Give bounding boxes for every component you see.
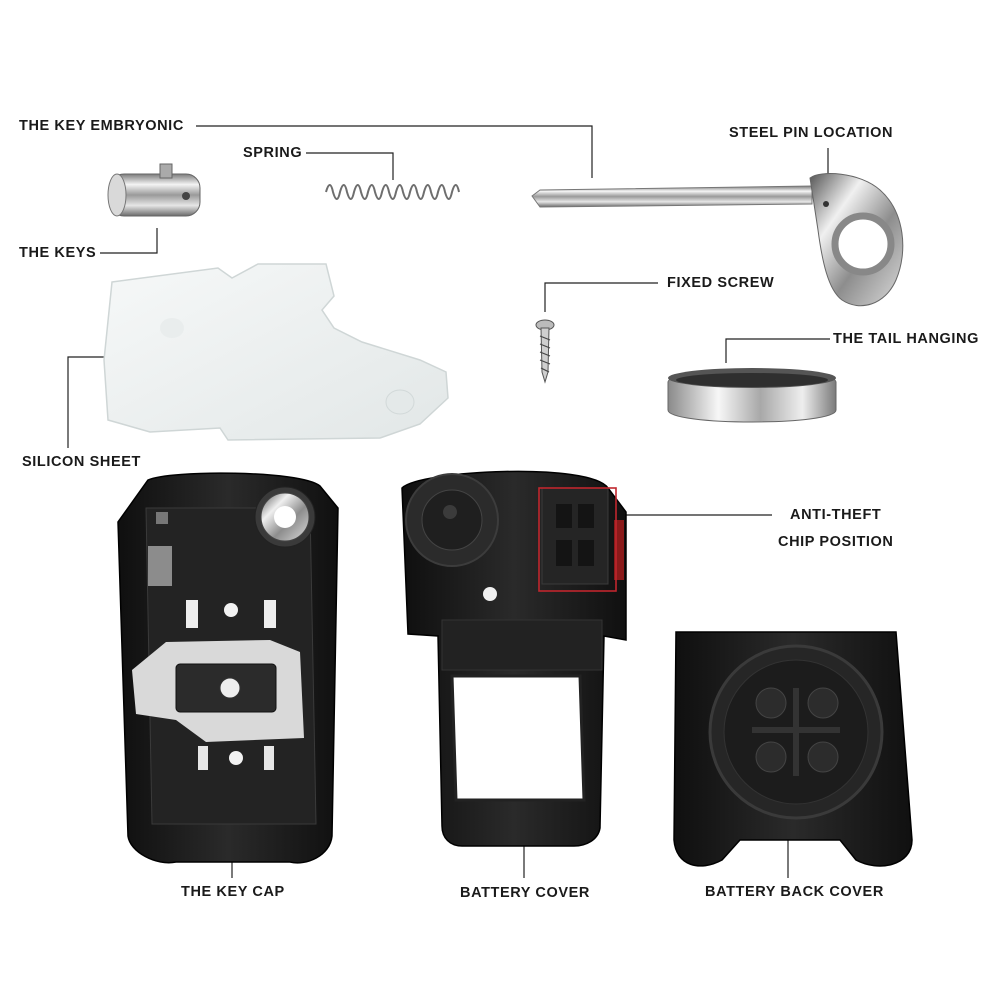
callout-spring (306, 152, 394, 180)
label-steel-pin-location: STEEL PIN LOCATION (729, 125, 894, 141)
battery-back-cover-part (673, 631, 913, 867)
anti-theft-highlight-box (538, 487, 617, 592)
label-silicon-sheet: SILICON SHEET (22, 454, 141, 470)
label-tail-hanging: THE TAIL HANGING (833, 331, 980, 347)
label-anti-theft-line2: CHIP POSITION (778, 534, 894, 550)
label-anti-theft-line1: ANTI-THEFT (790, 507, 882, 523)
tail-hanging-part (667, 368, 837, 423)
callout-the-keys (100, 228, 158, 254)
label-key-cap: THE KEY CAP (181, 884, 285, 900)
battery-cover-part (401, 470, 627, 847)
key-cap-part (117, 472, 339, 864)
callout-lines (67, 125, 830, 878)
the-keys-part (107, 163, 201, 217)
callout-silicon-sheet (67, 356, 104, 448)
callout-fixed-screw (544, 282, 658, 312)
fixed-screw-part (535, 319, 555, 384)
key-blade-part (531, 173, 904, 307)
label-battery-cover: BATTERY COVER (460, 885, 590, 901)
label-battery-back-cover: BATTERY BACK COVER (705, 884, 884, 900)
callout-tail-hanging (725, 338, 830, 363)
label-fixed-screw: FIXED SCREW (667, 275, 775, 291)
spring-part (325, 184, 460, 200)
label-key-embryonic: THE KEY EMBRYONIC (19, 118, 184, 134)
callout-key-embryonic (196, 125, 593, 178)
label-the-keys: THE KEYS (19, 245, 97, 261)
silicon-sheet-part (103, 263, 449, 441)
label-spring: SPRING (243, 145, 303, 161)
